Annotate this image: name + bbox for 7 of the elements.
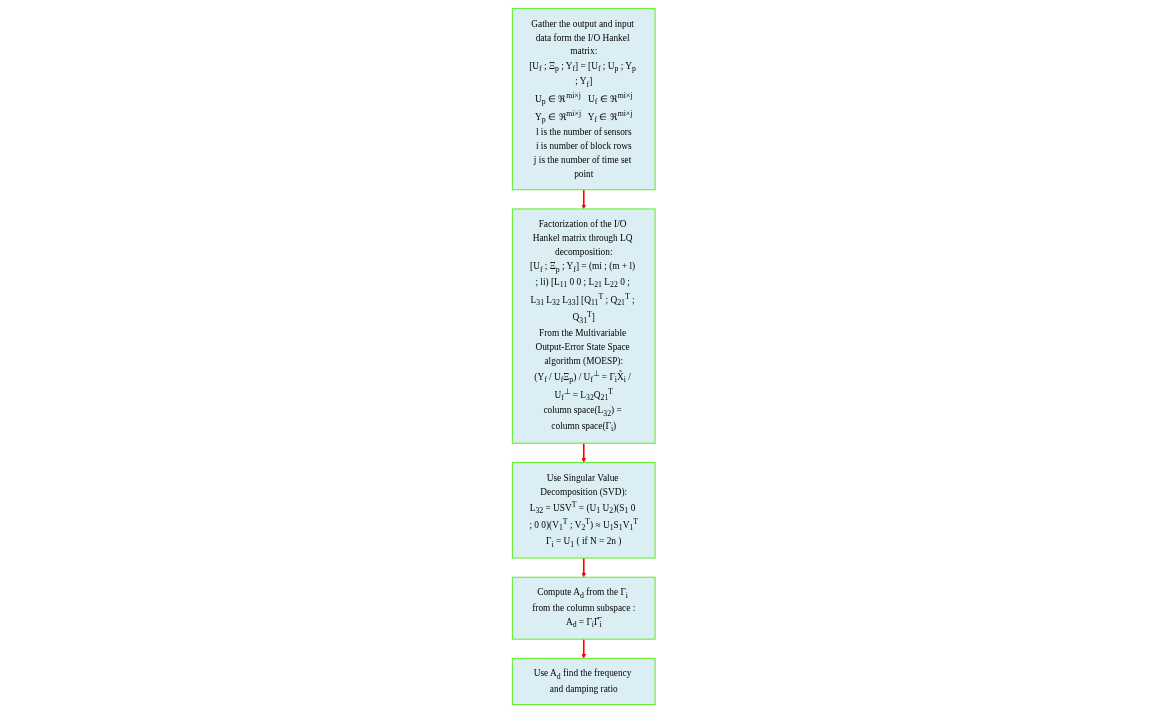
arrow xyxy=(581,442,586,463)
node-box: Compute A$_{d}$ from the Γ$_{i}$ from the column subspace : A$_{d}$ = Γ$_{i}$Γ̅$_{i}$ xyxy=(511,576,656,640)
arrow xyxy=(581,188,586,210)
arrow xyxy=(581,638,586,659)
arrow xyxy=(581,557,586,578)
node-box: Use A$_{d}$ find the frequency and damping ratio xyxy=(511,657,656,706)
node-box: Gather the output and input data form the I/O Hankel matrix: [U$_{f}$ ; Ξ$_{p}$ ; Y$_{f}$] = [U$_{f}$ ; U$_{p}$ ; Y$_{p}$ ; Y$_{f}$] U$_{p}$ ∈ ℜ$^{mi×j}$ U$_{f}$ ∈ ℜ$^{mi×j}$ Y$_{p}$ ∈ ℜ$^{mi×j}$ Y$_{f}$ ∈ ℜ$^{mi×j}$ l is the number of sensors i is number of block rows j is the number of time set point xyxy=(511,7,656,191)
